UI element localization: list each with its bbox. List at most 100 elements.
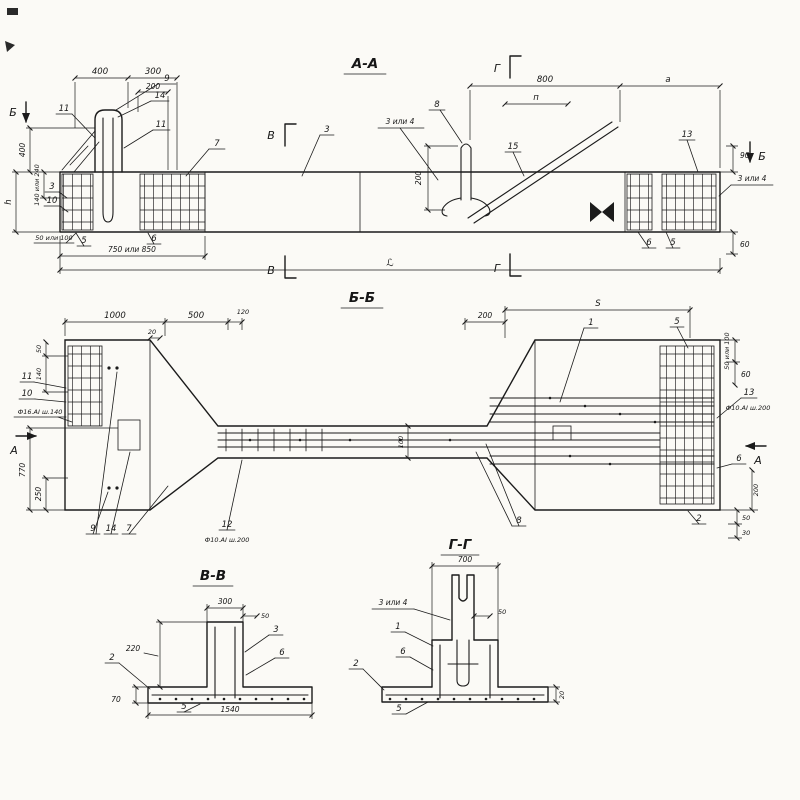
aa-diagonal-loop	[467, 121, 619, 224]
dim-120: 120	[237, 308, 249, 316]
callout-15: 15	[508, 142, 519, 152]
aa-stem	[94, 109, 123, 173]
dim-750-850: 750 или 850	[108, 245, 156, 254]
mark-v-top: В	[267, 129, 275, 142]
dim-140-left: 140	[35, 368, 43, 380]
dim-200-right: 200	[752, 484, 760, 496]
dim-50: 50	[498, 608, 506, 616]
bb-left-mesh	[67, 345, 103, 427]
dim-700: 700	[458, 555, 473, 564]
callout-10-left: 10	[47, 196, 58, 206]
aa-anchor-feet	[441, 197, 491, 217]
callout-5-left: 5	[81, 236, 86, 246]
bb-stem-plan	[117, 419, 141, 451]
aa-dimensions: 400 300 200 800 а п 200 90 60 750 или 85…	[4, 67, 750, 274]
gg-dimensions: 700 50 20	[429, 555, 566, 705]
callout-6-right: 6	[646, 238, 652, 248]
callout-6: 6	[736, 454, 742, 464]
dim-400-left: 400	[18, 143, 27, 158]
dim-60-right: 60	[741, 370, 751, 379]
gg-block-bars	[439, 644, 491, 699]
callout-9: 9	[90, 524, 95, 534]
mark-a-right: А	[753, 454, 762, 467]
dim-a: а	[665, 75, 670, 85]
dim-220: 220	[126, 644, 141, 653]
weld-mark	[590, 202, 614, 222]
callout-3: 3	[273, 625, 278, 635]
dim-S: S	[595, 299, 601, 309]
mark-b-right: Б	[758, 150, 766, 163]
aa-geometry	[59, 109, 721, 233]
aa-callouts: 9 14 11 11 7 3 3 или 4 8 15 13 3 или 4 5…	[43, 74, 774, 249]
dim-500: 500	[188, 311, 204, 321]
dim-50-100: 50 или 100	[35, 234, 72, 242]
bb-anchor-plan	[552, 425, 572, 441]
mark-g-top: Г	[494, 62, 501, 75]
dim-140-240: 140 или 240	[33, 164, 41, 206]
dim-1000: 1000	[104, 311, 126, 321]
callout-9: 9	[164, 74, 169, 84]
section-bb: Б-Б А А	[9, 290, 770, 544]
callout-13: 13	[744, 388, 755, 398]
aa-right-mesh-1	[626, 173, 653, 231]
scan-artifact	[5, 8, 18, 52]
callout-6: 6	[279, 648, 285, 658]
aa-hairpin-bar	[102, 117, 114, 223]
dim-90: 90	[740, 151, 750, 160]
callout-6: 6	[400, 647, 406, 657]
callout-8: 8	[434, 100, 440, 110]
callout-13: 13	[682, 130, 693, 140]
gg-geometry	[381, 574, 549, 703]
mark-a-left: А	[9, 444, 18, 457]
callout-2: 2	[696, 514, 701, 524]
bb-section-marks: А А	[9, 432, 767, 467]
gg-slab	[381, 686, 549, 703]
callout-7: 7	[214, 139, 220, 149]
dim-300: 300	[218, 597, 233, 606]
callout-1: 1	[588, 318, 593, 328]
aa-haunch	[61, 130, 100, 173]
vv-dimensions: 300 50 220 70 1540	[111, 597, 315, 719]
dim-20: 20	[558, 691, 566, 699]
dim-30-right: 30	[742, 529, 750, 537]
callout-2: 2	[109, 653, 114, 663]
section-gg: Г-Г 700 50 20 3 или 4	[348, 537, 566, 715]
section-gg-title: Г-Г	[449, 537, 473, 553]
aa-left-mesh	[61, 173, 94, 231]
dim-50-right: 50	[742, 514, 750, 522]
dim-250: 250	[34, 487, 43, 502]
bb-callouts: 1 5 11 10 Ф16.АI ш.140 9 14 7 12 Ф10.АI …	[13, 317, 770, 544]
callout-11a: 11	[59, 104, 70, 114]
vv-geometry	[147, 621, 313, 704]
dim-50-100-right: 50 или 100	[723, 332, 731, 369]
dim-1540: 1540	[220, 705, 239, 714]
bb-right-mesh	[659, 345, 715, 505]
callout-5-right: 5	[670, 238, 675, 248]
dim-n: п	[533, 93, 539, 103]
aa-anchor-stem	[460, 143, 472, 201]
vv-callouts: 3 6 2 5	[104, 625, 290, 713]
callout-8: 8	[516, 516, 522, 526]
callout-3or4-right: 3 или 4	[738, 174, 767, 183]
callout-3: 3	[324, 125, 329, 135]
gg-anchor-loop	[447, 639, 479, 687]
callout-2: 2	[353, 659, 358, 669]
dim-50-left: 50	[35, 345, 43, 353]
callout-5: 5	[396, 704, 401, 714]
dim-60-right: 60	[740, 240, 750, 249]
mark-g-bottom: Г	[494, 262, 501, 275]
callout-14: 14	[155, 91, 166, 101]
bb-geometry	[64, 339, 721, 511]
dim-770: 770	[18, 463, 27, 478]
aa-right-mesh-2	[661, 173, 717, 231]
note-f10-bottom: Ф10.АI ш.200	[205, 536, 250, 544]
dim-L-total: ℒ	[386, 258, 393, 269]
vv-bars	[151, 626, 309, 699]
dim-50: 50	[261, 612, 269, 620]
bb-stirrups	[225, 428, 323, 452]
mark-v-bottom: В	[267, 264, 275, 277]
bb-right-bars	[489, 397, 715, 465]
bb-dimensions: 1000 500 120 20 200 S 50 или 100 60 50 1…	[18, 299, 760, 541]
